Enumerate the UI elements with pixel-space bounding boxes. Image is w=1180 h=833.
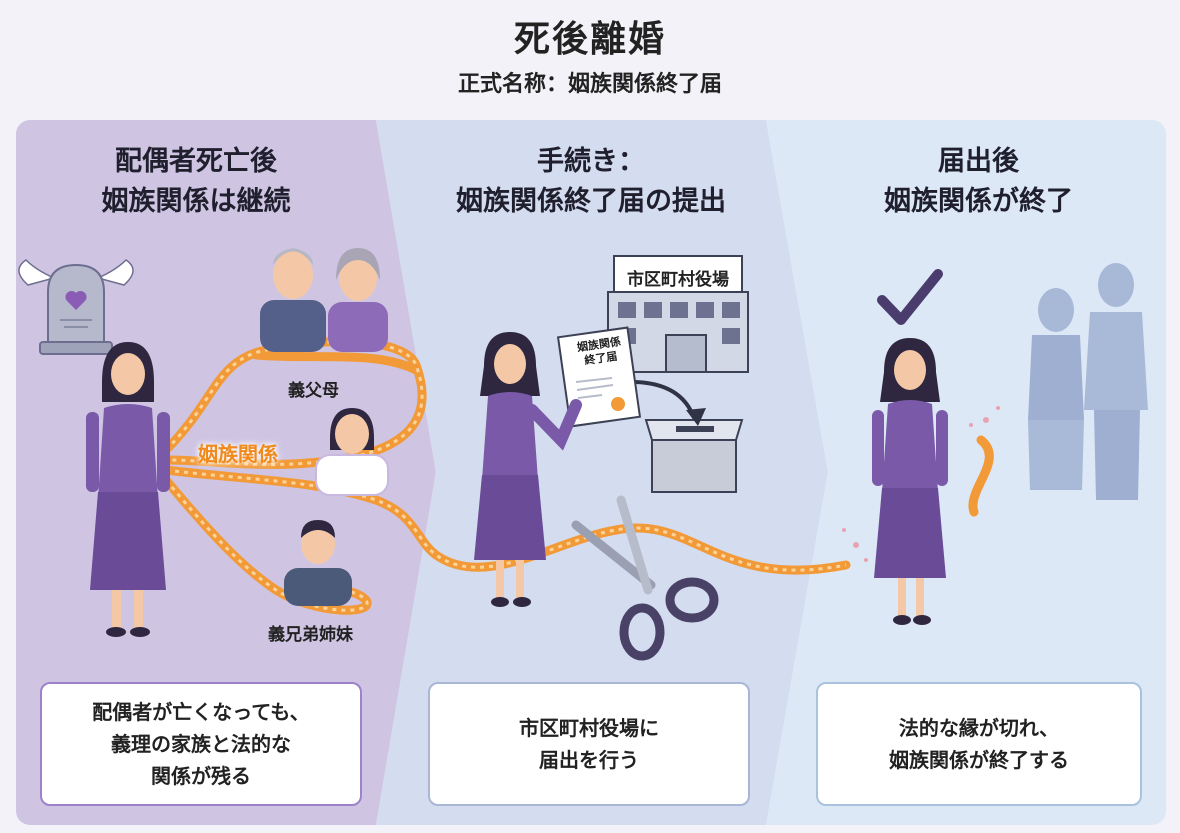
panel-3-heading: 届出後 姻族関係が終了 xyxy=(884,146,1073,217)
faded-in-laws-figures xyxy=(1028,263,1148,500)
siblings-in-law-label: 義兄弟姉妹 xyxy=(268,625,353,645)
parents-in-law-figures xyxy=(260,248,388,352)
sparkle-particles xyxy=(842,406,1000,562)
panel-2-heading: 手続き： 姻族関係終了届の提出 xyxy=(456,146,726,217)
widow-figure-1 xyxy=(86,342,170,637)
page-title: 死後離婚 xyxy=(513,19,666,60)
parents-in-law-label: 義父母 xyxy=(288,381,339,401)
panel-1-caption: 配偶者が亡くなっても、 義理の家族と法的な 関係が残る xyxy=(40,682,362,806)
ballot-box-icon xyxy=(644,419,744,493)
panel-3-caption: 法的な縁が切れ、 姻族関係が終了する xyxy=(816,682,1142,806)
panel-2-caption: 市区町村役場に 届出を行う xyxy=(428,682,750,806)
checkmark-icon xyxy=(877,269,943,325)
tombstone-heart-icon xyxy=(18,259,134,355)
scissors-icon xyxy=(571,495,719,661)
broken-rope xyxy=(968,435,994,517)
brother-in-law-figure xyxy=(284,520,352,606)
page-subtitle: 正式名称：姻族関係終了届 xyxy=(457,72,722,97)
relation-label: 姻族関係 xyxy=(198,442,278,466)
diagram-scene xyxy=(16,120,1166,825)
panel-1-heading: 配偶者死亡後 姻族関係は継続 xyxy=(101,146,291,217)
diagram-panels: 配偶者死亡後 姻族関係は継続 手続き： 姻族関係終了届の提出 届出後 姻族関係が… xyxy=(16,120,1166,825)
woman-figure-3 xyxy=(872,338,948,625)
city-office-sign: 市区町村役場 xyxy=(627,270,729,290)
wings-icon xyxy=(18,259,57,286)
woman-figure-2 xyxy=(474,332,582,607)
sister-in-law-figure xyxy=(315,408,389,496)
